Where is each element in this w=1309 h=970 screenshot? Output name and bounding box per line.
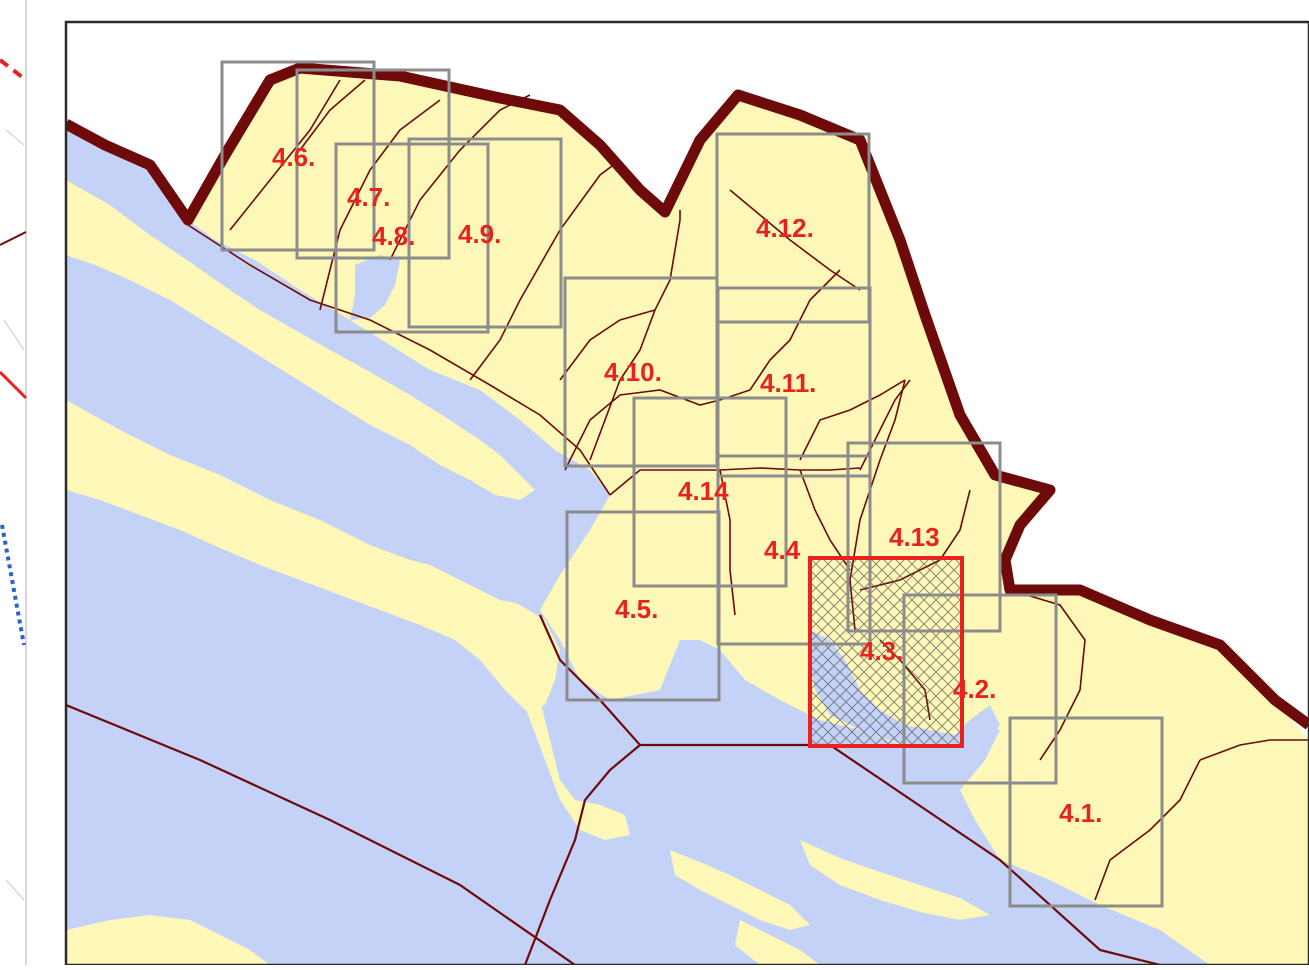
sheet-label-4-10: 4.10.: [604, 357, 662, 387]
sheet-label-4-14: 4.14: [678, 476, 729, 506]
island-south-4: [800, 840, 990, 920]
sheet-label-4-5: 4.5.: [615, 594, 658, 624]
regional-border: [66, 62, 1309, 730]
sheet-label-4-1: 4.1.: [1059, 798, 1102, 828]
sheet-label-4-3: 4.3.: [860, 636, 903, 666]
sheet-frame-4-3-highlighted[interactable]: [808, 556, 964, 748]
sheet-frame-4-13[interactable]: [846, 441, 1002, 633]
sheet-frame-4-10[interactable]: [563, 276, 719, 468]
island-south-2: [670, 850, 810, 930]
sheet-frame-4-12[interactable]: [715, 132, 871, 324]
sheet-label-4-2: 4.2.: [953, 674, 996, 704]
sheet-frame-4-8[interactable]: [334, 142, 490, 334]
channel: [345, 475, 530, 605]
sheet-4-3-hatch: [810, 558, 962, 746]
sheet-frame-4-7[interactable]: [295, 68, 451, 260]
island-south-3: [735, 920, 820, 965]
sheet-label-4-12: 4.12.: [756, 213, 814, 243]
outside-region: [66, 22, 1309, 740]
left-inset-strip: [0, 0, 30, 965]
sheet-label-4-6: 4.6.: [272, 142, 315, 172]
sheet-frame-4-5[interactable]: [565, 510, 721, 702]
island-south-1: [518, 660, 630, 840]
sheet-label-4-11: 4.11.: [760, 368, 816, 398]
sheet-grid: [220, 60, 1164, 908]
sheet-frame-4-1[interactable]: [1008, 716, 1164, 908]
sheet-label-4-4: 4.4: [764, 535, 801, 565]
bay-north: [350, 255, 400, 320]
map-frame: 4.6. 4.7. 4.8. 4.9. 4.12. 4.10. 4.11. 4.…: [66, 22, 1309, 965]
sheet-label-4-7: 4.7.: [347, 182, 390, 212]
sheet-label-4-8: 4.8.: [372, 221, 415, 251]
mainland: [188, 68, 1309, 965]
sheet-label-4-13: 4.13: [889, 522, 940, 552]
sheet-label-4-9: 4.9.: [458, 219, 501, 249]
island-south-west: [66, 915, 270, 965]
island-north: [66, 180, 535, 500]
sheet-frame-4-14[interactable]: [632, 396, 788, 588]
sheet-labels: 4.6. 4.7. 4.8. 4.9. 4.12. 4.10. 4.11. 4.…: [272, 142, 1102, 828]
island-middle: [66, 400, 560, 710]
sheet-frame-4-2[interactable]: [902, 593, 1058, 785]
maritime-boundaries: [66, 614, 1161, 965]
sheet-frame-4-9[interactable]: [407, 137, 563, 329]
